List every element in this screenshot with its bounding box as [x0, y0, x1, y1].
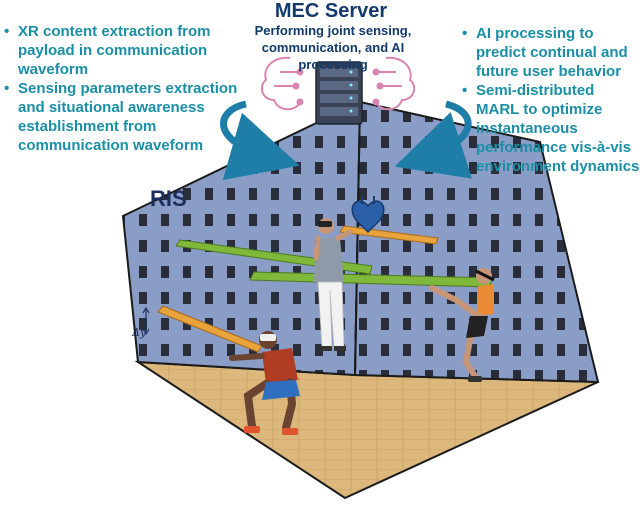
brain-icon [372, 56, 416, 111]
delta-y-label: Δy [132, 326, 147, 339]
server-icon [315, 61, 363, 125]
brain-icon [260, 56, 304, 111]
right-bullet-item: Semi-distributed MARL to optimize instan… [462, 81, 640, 176]
hologram-heart-icon [351, 196, 385, 234]
vr-headset-icon [318, 221, 332, 227]
ris-label: RIS [150, 186, 187, 211]
left-bullet-list: XR content extraction from payload in co… [4, 22, 240, 155]
beam-orange-1 [339, 225, 439, 245]
server-subtitle: Performing joint sensing, communication,… [254, 23, 412, 72]
person-kicking [429, 268, 495, 382]
room-floor [134, 360, 599, 500]
left-bullet-item: Sensing parameters extraction and situat… [4, 79, 240, 155]
person-standing [313, 218, 353, 351]
server-title: MEC Server [274, 0, 388, 22]
person-squatting [229, 331, 300, 435]
left-bullet-item: XR content extraction from payload in co… [4, 22, 240, 79]
right-bullet-item: AI processing to predict continual and f… [462, 24, 640, 81]
right-bullet-list: AI processing to predict continual and f… [462, 24, 640, 176]
